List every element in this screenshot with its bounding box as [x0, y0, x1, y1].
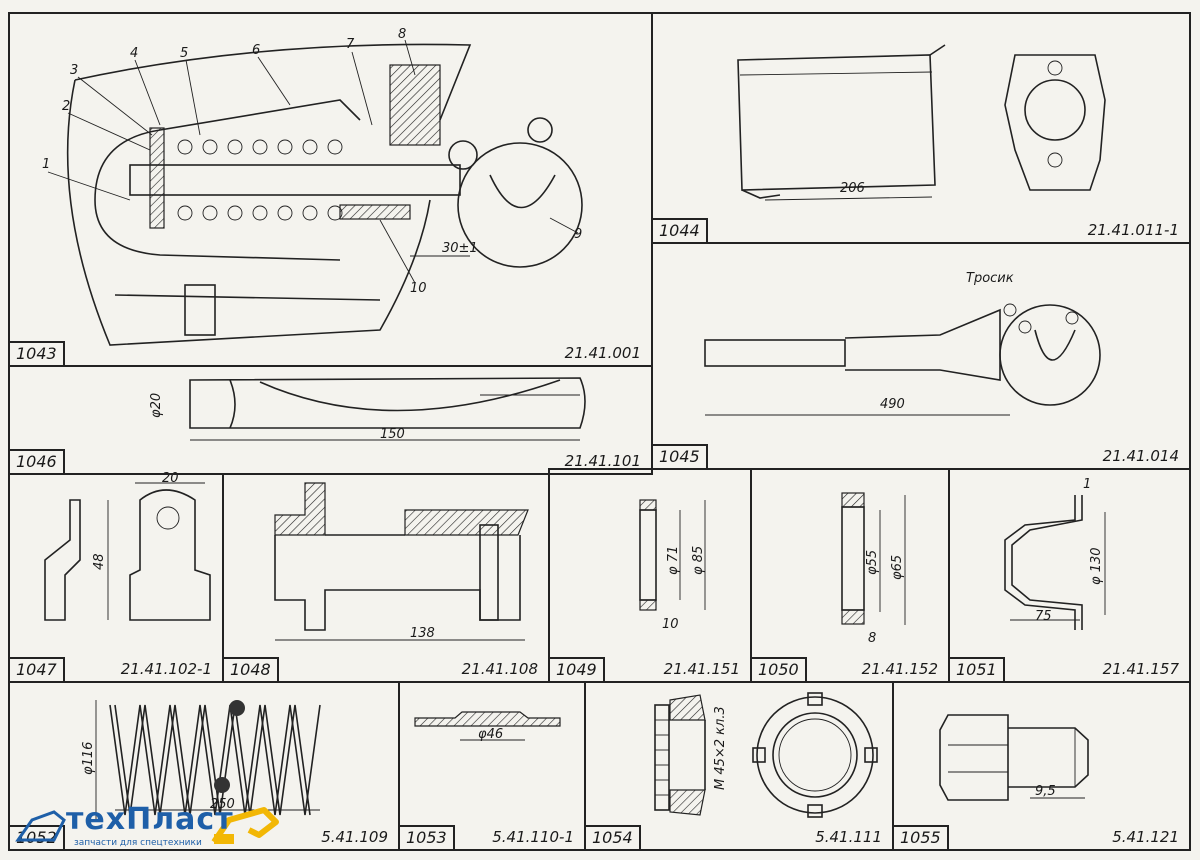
callout-8: 8: [398, 27, 406, 42]
part-number: 1046: [10, 449, 65, 473]
part-number: 1054: [586, 825, 641, 849]
dim-1044: 206: [840, 181, 865, 196]
drawing-1050: [841, 492, 906, 625]
callout-10: 10: [410, 281, 427, 296]
callout-2: 2: [62, 99, 70, 114]
brand-tagline: запчасти для спецтехники: [74, 838, 202, 848]
cell-1050: 1050 21.41.152: [750, 468, 950, 683]
drawing-1052: [95, 700, 321, 820]
callout-4: 4: [130, 46, 138, 61]
dim-1045-label: Тросик: [966, 271, 1014, 286]
dim-1051-a: 1: [1083, 477, 1091, 492]
dim-1055: 9,5: [1035, 784, 1056, 799]
drawing-1053: [414, 711, 561, 741]
callout-9: 9: [574, 227, 582, 242]
part-code: 21.41.001: [564, 344, 641, 362]
cell-1043: 1043 21.41.001: [8, 12, 653, 367]
callout-6: 6: [252, 43, 260, 58]
dim-1052-b: 250: [210, 797, 235, 812]
cell-1055: 1055 5.41.121: [892, 681, 1191, 851]
drawing-1043: [47, 39, 583, 346]
part-number: 1053: [400, 825, 455, 849]
part-number: 1048: [224, 657, 279, 681]
drawing-1047: [44, 482, 211, 621]
part-code: 21.41.108: [461, 660, 538, 678]
part-number: 1051: [950, 657, 1005, 681]
part-code: 21.41.157: [1102, 660, 1179, 678]
cell-1049: 1049 21.41.151: [548, 468, 752, 683]
callout-1: 1: [42, 157, 50, 172]
part-code: 5.41.111: [815, 828, 882, 846]
brand-logo: техПласт запчасти для спецтехники: [14, 790, 304, 856]
part-code: 5.41.109: [321, 828, 388, 846]
cell-1046: 1046 21.41.101: [8, 365, 653, 475]
drawing-1051: [1004, 495, 1106, 630]
cell-1047: 1047 21.41.102-1: [8, 473, 224, 683]
cell-1053: 1053 5.41.110-1: [398, 681, 586, 851]
part-number: 1047: [10, 657, 65, 681]
cell-1044: 1044 21.41.011-1: [651, 12, 1191, 244]
part-code: 21.41.101: [564, 452, 641, 470]
part-number: 1043: [10, 341, 65, 365]
dim-1048: 138: [410, 626, 435, 641]
drawing-1048: [274, 482, 529, 641]
dim-1049-b: φ 85: [691, 546, 706, 575]
dim-1046-dia: φ20: [149, 393, 164, 418]
part-number: 1050: [752, 657, 807, 681]
dim-1051-b: φ 130: [1089, 547, 1104, 585]
drawing-1049: [639, 499, 706, 611]
dim-1053: φ46: [478, 727, 503, 742]
part-code: 5.41.121: [1112, 828, 1179, 846]
dim-1043: 30±1: [442, 241, 478, 256]
drawing-1046: [189, 377, 586, 441]
callout-5: 5: [180, 46, 188, 61]
part-code: 21.41.014: [1102, 447, 1179, 465]
callout-3: 3: [70, 63, 78, 78]
dim-1052-a: φ116: [81, 742, 96, 775]
part-number: 1049: [550, 657, 605, 681]
cell-1048: 1048 21.41.108: [222, 473, 550, 683]
dim-1046-len: 150: [380, 427, 405, 442]
excavator-icon: [15, 807, 279, 844]
cell-1051: 1051 21.41.157: [948, 468, 1191, 683]
callout-7: 7: [346, 37, 355, 52]
dim-1054: M 45×2 кл.3: [713, 706, 728, 790]
dim-1045: 490: [880, 397, 905, 412]
part-code: 21.41.102-1: [120, 660, 212, 678]
part-code: 21.41.011-1: [1087, 221, 1179, 239]
drawing-1054: [654, 692, 878, 818]
dim-1051-c: 75: [1035, 609, 1052, 624]
dim-1049-c: 10: [662, 617, 679, 632]
part-number: 1045: [653, 444, 708, 468]
part-number: 1055: [894, 825, 949, 849]
part-code: 21.41.152: [861, 660, 938, 678]
cell-1045: 1045 21.41.014: [651, 242, 1191, 470]
dim-1050-a: φ55: [865, 550, 880, 575]
part-code: 21.41.151: [663, 660, 740, 678]
drawing-1055: [939, 714, 1089, 801]
dim-1050-b: φ65: [890, 555, 905, 580]
dim-1050-c: 8: [868, 631, 876, 646]
part-code: 5.41.110-1: [492, 828, 574, 846]
cell-1054: 1054 5.41.111: [584, 681, 894, 851]
drawing-1045: [704, 303, 1101, 416]
dim-1047-h: 48: [92, 553, 107, 570]
brand-name: техПласт: [66, 802, 234, 837]
drawing-1044: [737, 44, 1106, 201]
part-number: 1044: [653, 218, 708, 242]
dim-1049-a: φ 71: [666, 546, 681, 575]
